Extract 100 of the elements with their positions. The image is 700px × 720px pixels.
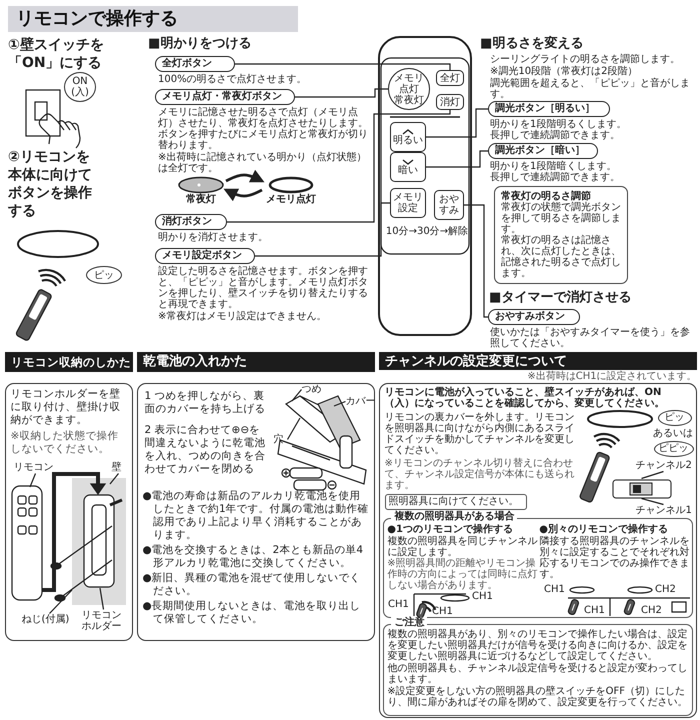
channel-label: CH2 (641, 605, 662, 616)
button-name-tag: 調光ボタン［明るい］ (488, 101, 610, 117)
part-label: チャンネル1 (636, 504, 692, 516)
leader-line (292, 389, 302, 402)
note-text: ※リモコンのチャンネル切り替えに合わせて、チャンネル設定信号が本体にも送られます。 (384, 458, 574, 490)
light-mode-label: 常夜灯 (185, 194, 217, 205)
leader-line (426, 108, 488, 138)
remote-button (388, 68, 430, 110)
caution-text: 他の照明器具も、チャンネル設定信号を受けると設定が変わってしまいます。 (387, 663, 688, 686)
leader-line (286, 418, 301, 440)
description-text: 明かりを1段階明るくします。 (490, 119, 628, 130)
leader-line (227, 110, 451, 223)
section-header: チャンネルの設定変更について (379, 352, 697, 370)
speech-bubble: ピピッ (654, 440, 694, 456)
panel-text: リモコンの裏カバーを外します。リモコンを照明器具に向けながら内側にあるスライドスイッチを動かしてチャンネルを変更してください。 (384, 412, 574, 456)
leader-line (255, 202, 390, 257)
remote-button: 消灯 (436, 94, 464, 110)
leader-line (641, 470, 664, 480)
note-text: ※調光10段階（常夜灯は2段階） (490, 66, 638, 77)
section-header: リモコン収納のしかた (5, 352, 133, 372)
part-label: リモコン (14, 462, 58, 474)
button-caption: 10分→30分→解除 (384, 226, 470, 237)
part-label: ねじ(付属) (22, 614, 78, 626)
remote-button: 全灯 (436, 70, 464, 86)
section-heading: ■明るさを変える (480, 36, 584, 52)
step-heading: ②リモコンを本体に向けてボタンを操作する (8, 148, 93, 220)
part-label: つめ (302, 384, 326, 396)
section-panel (137, 383, 375, 641)
remote-button: 明るい (390, 122, 426, 152)
description-text: メモリに記憶させた明るさで点灯（メモリ点灯）させたり、常夜灯を点灯させたりします。ボタンを押すたびにメモリ点灯と常夜灯が切り替わります。 (158, 107, 369, 151)
leader-line (99, 588, 104, 610)
button-name-tag: 消灯ボタン (155, 214, 227, 230)
step-text: 2 表示に合わせて⊕⊖を間違えないように乾電池を入れ、つめの向きを合わせてカバーを閉める (144, 424, 266, 476)
remote-button: おやすみ (434, 190, 464, 220)
leader-line (641, 498, 664, 506)
step-heading: ①壁スイッチを「ON」にする (8, 36, 105, 72)
part-label: 壁 (112, 462, 126, 474)
column-text: 複数の照明器具を同じチャンネルに設定します。 (387, 536, 538, 558)
leader-line (295, 88, 388, 98)
leader-line (110, 473, 119, 484)
bubble-text: (入) (71, 87, 89, 98)
button-name-tag: メモリ設定ボタン (155, 248, 255, 264)
or-text: あるいは (653, 428, 694, 439)
description-text: 長押しで連続調節できます。 (490, 130, 621, 141)
leader-line (29, 473, 36, 488)
speech-bubble: ピッ (86, 266, 122, 284)
intro-text: リモコンに電池が入っていること、壁スイッチがあれば、ON（入）になっていることを確認してから、変更してください。 (384, 386, 666, 408)
speech-bubble: ピッ (658, 410, 692, 426)
channel-label: CH1 (472, 591, 493, 602)
note-text: ※常夜灯はメモリ設定はできません。 (158, 311, 328, 322)
note-box: 照明器具に向けてください。 (384, 494, 526, 510)
button-name-tag: 全灯ボタン (155, 56, 235, 72)
leader-line (426, 150, 488, 168)
note-text: ※出荷時はCH1に設定されています。 (527, 371, 697, 382)
bullet-text: ●長期間使用しないときは、電池を取り出して保管してください。 (142, 600, 362, 626)
remote-button: 暗い (390, 152, 426, 182)
column-heading: ●別々のリモコンで操作する (539, 524, 670, 536)
channel-label: CH1 (584, 605, 605, 616)
speech-bubble (64, 72, 96, 102)
channel-label: CH2 (655, 584, 676, 595)
step-text: 1 つめを押しながら、裏面のカバーを持ち上げる (144, 390, 266, 416)
cycle-arrow (224, 188, 263, 202)
part-label: チャンネル2 (636, 460, 692, 472)
caution-text: 複数の照明器具があり、別々のリモコンで操作したい場合は、設定を変更したい照明器具だけが信号を受ける向きに向けるか、設定を変更したい照明器具に近づけるなどして設定してください。 (387, 629, 688, 662)
bullet-text: ●新旧、異種の電池を混ぜて使用しないでください。 (142, 572, 362, 598)
leader-line (464, 204, 488, 318)
description-text: 使いかたは「おやすみタイマーを使う」を参照してください。 (490, 327, 691, 349)
slide-switch-drawing (612, 478, 672, 498)
box-heading: ご注意 (391, 617, 428, 628)
description-text: 調光範囲を超えると、「ピピッ」と音がします。 (490, 78, 691, 100)
leader-line (334, 400, 346, 407)
remote-control-body (378, 36, 472, 336)
leader-line (49, 590, 72, 614)
button-name-tag: 調光ボタン［暗い］ (488, 143, 598, 159)
description-text: 長押しで連続調節できます。 (490, 172, 621, 183)
note-text: ※収納した状態で操作しないでください。 (10, 430, 120, 456)
button-label: メモリ点灯 (393, 72, 425, 94)
section-header: 乾電池の入れかた (137, 352, 375, 372)
note-text: ※出荷時に記憶されている明かり（点灯状態）は全灯です。 (158, 152, 368, 174)
cycle-arrow (225, 170, 264, 182)
section-heading: ■タイマーで消灯させる (489, 290, 632, 306)
channel-label: CH1 (432, 606, 453, 617)
light-mode-label: メモリ点灯 (265, 194, 317, 205)
column-heading: ●1つのリモコンで操作する (387, 524, 514, 536)
channel-label: CH1 (544, 584, 565, 595)
info-box-heading: 常夜灯の明るさ調節 (501, 191, 592, 202)
section-heading: ■明かりをつける (148, 36, 252, 52)
button-name-tag: メモリ点灯・常夜灯ボタン (155, 89, 295, 105)
bubble-text: ON (72, 76, 88, 87)
panel-text: リモコンホルダーを壁に取り付け、壁掛け収納ができます。 (10, 388, 122, 426)
description-text: シーリングライトの明るさを調節します。 (490, 54, 681, 65)
caution-text: ※設定変更をしない方の照明器具の壁スイッチをOFF（切）にしたり、間に扉があればその扉を閉めて、設定変更を行ってください。 (387, 686, 688, 708)
remote-button: メモリ設定 (390, 188, 426, 218)
button-label: 常夜灯 (393, 94, 425, 106)
bullet-text: ●電池の寿命は新品のアルカリ乾電池を使用したときで約1年です。付属の電池は動作確認用であり上記より早く消耗することがあります。 (142, 490, 370, 542)
button-name-tag: おやすみボタン (488, 309, 580, 325)
part-label: リモコンホルダー (82, 610, 126, 634)
description-text: 明かりを1段階暗くします。 (490, 161, 618, 172)
channel-label: CH1 (388, 599, 409, 610)
description-text: 明かりを消灯させます。 (158, 232, 269, 243)
